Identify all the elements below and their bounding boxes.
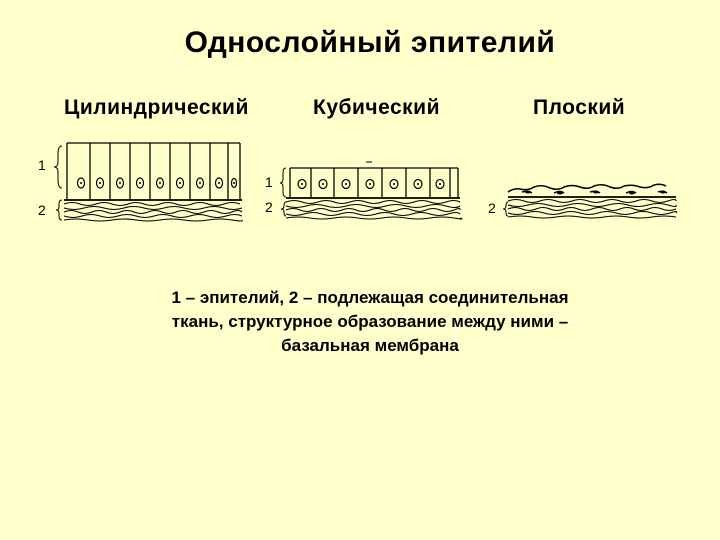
caption-line-2: ткань, структурное образование между ним… [171, 312, 569, 331]
label-flat: Плоский [533, 96, 626, 119]
marker-2-flat: 2 [488, 200, 496, 216]
marker-2-cubic: 2 [265, 199, 273, 215]
flat-epithelium-drawing [502, 183, 678, 219]
marker-1-cubic: 1 [265, 174, 273, 190]
caption-line-3: базальная мембрана [281, 336, 459, 355]
marker-2-cylindrical: 2 [38, 202, 46, 218]
cubic-epithelium-drawing [279, 161, 463, 220]
caption: 1 – эпителий, 2 – подлежащая соединитель… [90, 286, 650, 358]
cylindrical-epithelium-drawing [53, 142, 243, 222]
label-cylindrical: Цилиндрический [64, 96, 249, 119]
label-cubic: Кубический [313, 96, 440, 119]
marker-1-cylindrical: 1 [38, 157, 46, 173]
caption-line-1: 1 – эпителий, 2 – подлежащая соединитель… [171, 288, 569, 307]
slide-title: Однослойный эпителий [184, 26, 556, 59]
